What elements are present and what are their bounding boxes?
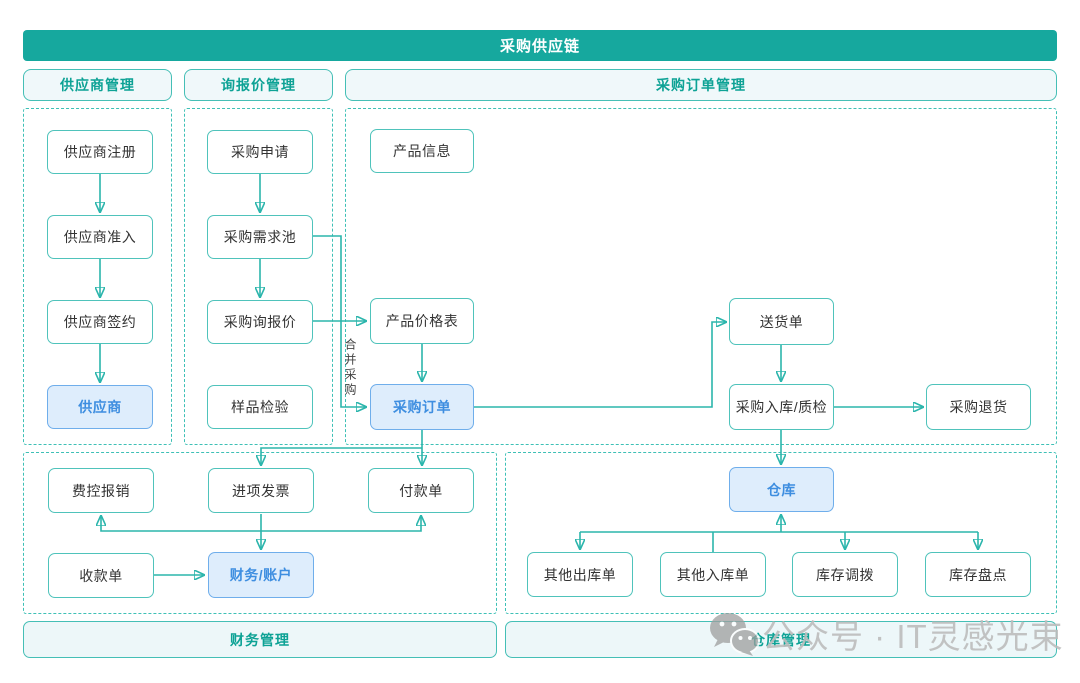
node-price-list: 产品价格表 <box>370 298 474 344</box>
node-finance-account: 财务/账户 <box>208 552 314 598</box>
node-product-info: 产品信息 <box>370 129 474 173</box>
node-expense-reimburse: 费控报销 <box>48 468 154 513</box>
edge-order-branch-to-invoice <box>261 447 422 465</box>
node-supplier-sign: 供应商签约 <box>47 300 153 344</box>
node-purchase-order: 采购订单 <box>370 384 474 430</box>
section-header-inquiry-management: 询报价管理 <box>184 69 333 101</box>
node-purchase-request: 采购申请 <box>207 130 313 174</box>
node-input-invoice: 进项发票 <box>208 468 314 513</box>
footer-bar-warehouse-management: 仓库管理 <box>505 621 1057 658</box>
node-payment-slip: 付款单 <box>368 468 474 513</box>
section-header-purchase-order-management: 采购订单管理 <box>345 69 1057 101</box>
edge-order-to-delivery <box>474 322 726 408</box>
lane-inquiry-management <box>184 108 333 445</box>
node-supplier-access: 供应商准入 <box>47 215 153 259</box>
node-warehouse: 仓库 <box>729 467 834 512</box>
node-other-inbound: 其他入库单 <box>660 552 766 597</box>
edge-invoice-branch-to-payment <box>261 516 421 532</box>
node-stock-transfer: 库存调拨 <box>792 552 898 597</box>
node-stock-count: 库存盘点 <box>925 552 1031 597</box>
node-delivery-note: 送货单 <box>729 298 834 345</box>
node-demand-pool: 采购需求池 <box>207 215 313 259</box>
lane-finance-management <box>23 452 497 614</box>
edge-pool-merge-to-order <box>313 235 366 407</box>
lane-supplier-management <box>23 108 172 445</box>
edge-label-merge-purchase: 合并采购 <box>343 338 357 398</box>
watermark-text: 公众号 · IT灵感光束 <box>762 618 1064 655</box>
node-supplier-register: 供应商注册 <box>47 130 153 174</box>
section-header-supplier-management: 供应商管理 <box>23 69 172 101</box>
node-rfq: 采购询报价 <box>207 300 313 344</box>
lane-purchase-order-management <box>345 108 1057 445</box>
wechat-icon <box>710 613 760 656</box>
watermark: 公众号 · IT灵感光束 <box>708 610 1064 658</box>
node-purchase-return: 采购退货 <box>926 384 1031 430</box>
diagram-title-banner: 采购供应链 <box>23 30 1057 61</box>
node-sample-inspection: 样品检验 <box>207 385 313 429</box>
footer-bar-finance-management: 财务管理 <box>23 621 497 658</box>
node-other-outbound: 其他出库单 <box>527 552 633 597</box>
node-supplier: 供应商 <box>47 385 153 429</box>
node-receipt-qc: 采购入库/质检 <box>729 384 834 430</box>
node-receipt-slip: 收款单 <box>48 553 154 598</box>
edge-invoice-branch-to-expense <box>101 516 261 532</box>
